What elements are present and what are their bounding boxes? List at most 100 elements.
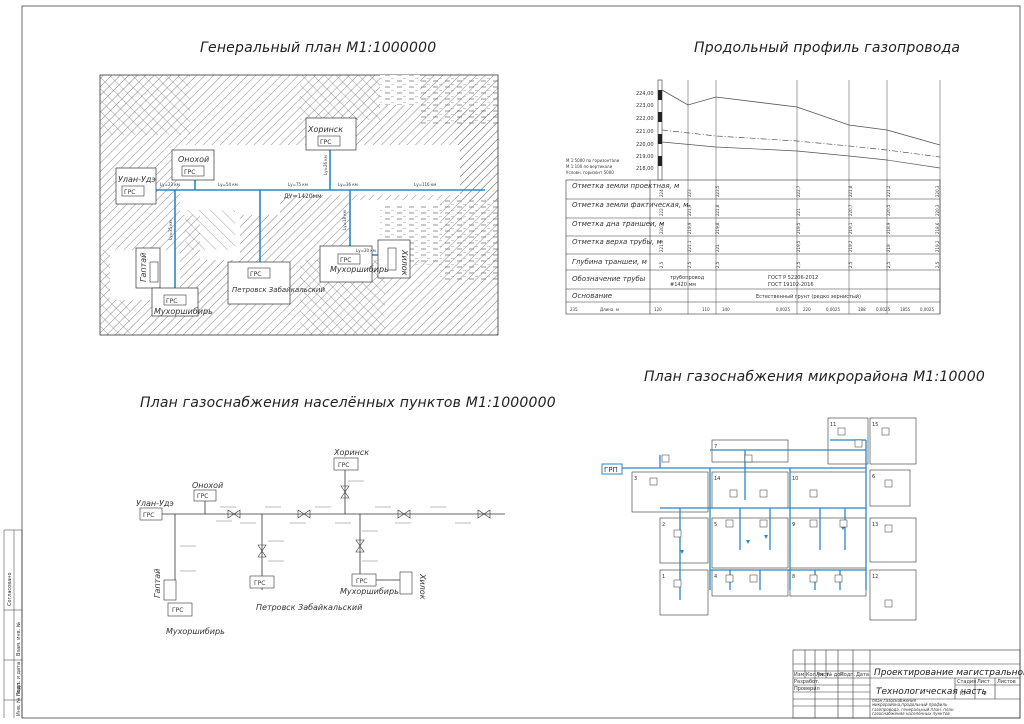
tb-stage-label: Стадия [957,679,976,685]
profile-value: 220,5 [886,204,891,216]
appliance-box [661,454,670,463]
side-label: Инв. № подл. [16,681,22,716]
node-mukhorshibir-2: Мухоршибирь [330,265,389,274]
profile-value: 223,5 [715,185,720,197]
appliance-box [884,524,893,533]
appliance-box [854,439,863,448]
profile-row-label: Отметка дна траншеи, м [572,220,665,228]
node-petrovsk: Петровск Забайкальский [232,286,325,294]
profile-value: 219,5 [796,240,801,252]
block-outline [869,469,911,507]
settlement-khilok: Хилок [418,573,427,600]
profile-title: Продольный профиль газопровода [694,40,961,56]
profile-row-label: Основание [572,292,612,300]
settlement-khorinsk: Хоринск [333,448,369,457]
settlement-petrovsk: Петровск Забайкальский [256,603,362,612]
segment-label: Lу=75 км [288,182,308,187]
longitudinal-profile: 224,00 223,00 222,00 221,00 220,00 219,0… [565,79,941,315]
profile-value: 221,8 [715,204,720,216]
segment-label: Lу=18 км [342,210,347,230]
settlement-ulan-ude: Улан-Удэ [136,499,174,508]
y-tick: 224,00 [636,91,654,97]
diameter-label: ДУ=1420мм [284,193,322,200]
block-number: 4 [714,574,717,580]
profile-row-label: Обозначение трубы [572,275,646,283]
profile-value: 219,1 [848,222,853,234]
block-outline [711,569,789,597]
block-outline [869,569,917,621]
svg-text:ГРС: ГРС [166,298,177,305]
appliance-box [837,427,846,436]
node-onokhoy: Онохой [178,155,209,164]
scale-note: М 1:100 по вертикали [566,164,613,169]
tb-description: план газоснабжения микрорайона,продольны… [872,699,954,717]
profile-value: 2,5 [848,261,853,268]
block-number: 8 [792,574,795,580]
profile-value: 220,1 [659,222,664,234]
profile-row-label: Глубина траншеи, м [572,258,648,266]
appliance-box [749,574,758,583]
tb-part: Технологическая часть [876,687,987,697]
block-outline [869,517,917,563]
appliance-box [729,489,738,498]
settlement-mukhorshibir-2: Мухоршибирь [340,587,399,596]
block-number: 12 [872,574,878,580]
profile-value: 220,3 [935,185,940,197]
tb-header: Лист [816,672,829,678]
node-gaptay: Гаптай [139,253,148,282]
block-outline [869,417,917,465]
appliance-box [759,489,768,498]
profile-value: 2,5 [796,261,801,268]
block-outline [711,471,789,509]
profile-value: 219,2 [848,240,853,252]
profile-value: 218,9 [886,222,891,234]
tb-role: Проверил [794,686,820,692]
segment-label: Lу=54 км [218,182,238,187]
scale-note: М 1:5000 по горизонтали [566,158,620,163]
appliance-box [839,519,848,528]
profile-value: 219,9 [687,222,692,234]
profile-value: 219,5 [796,222,801,234]
length-value: 188 [858,307,866,312]
tb-sheets-label: Листов [997,679,1016,685]
profile-value: 221,4 [659,240,664,252]
drawing-frame [21,5,1021,719]
tb-sheet-label: Лист [977,679,990,685]
node-khorinsk: Хоринск [307,125,343,134]
block-number: 6 [872,474,875,480]
side-label: Подп. и дата [16,662,22,696]
appliance-box [884,479,893,488]
profile-value: 221,9 [687,204,692,216]
profile-value: 221,8 [848,185,853,197]
svg-text:ГРС: ГРС [197,493,208,500]
block-number: 5 [714,522,717,528]
y-tick: 223,00 [636,103,654,109]
grp-label: ГРП [604,466,618,474]
svg-text:ГРС: ГРС [124,189,135,196]
tb-header: Подп. [840,672,856,678]
tb-header: Изм [794,672,804,678]
appliance-box [725,519,734,528]
tb-role: Разработ. [794,679,820,685]
appliance-box [649,477,658,486]
appliance-box [673,579,682,588]
side-label: Согласовано [7,572,13,606]
profile-value: 220,7 [848,204,853,216]
station-label: ГРС [143,512,154,519]
length-value: 110 [702,307,710,312]
tb-header: Дата [856,672,869,678]
segment-label: Lу=36 км [338,182,358,187]
svg-text:ГРС: ГРС [184,169,195,176]
pipe-designation: трубопровод [670,275,705,281]
profile-value: 221 [715,244,720,252]
length-value: 0,0025 [826,307,840,312]
profile-value: 223 [687,189,692,197]
block-outline [659,517,709,564]
segment-label: Lу=23 км [160,182,180,187]
appliance-box [809,574,818,583]
appliance-box [673,529,682,538]
block-outline [789,471,867,509]
block-number: 13 [872,522,878,528]
profile-value: 218,6 [935,222,940,234]
